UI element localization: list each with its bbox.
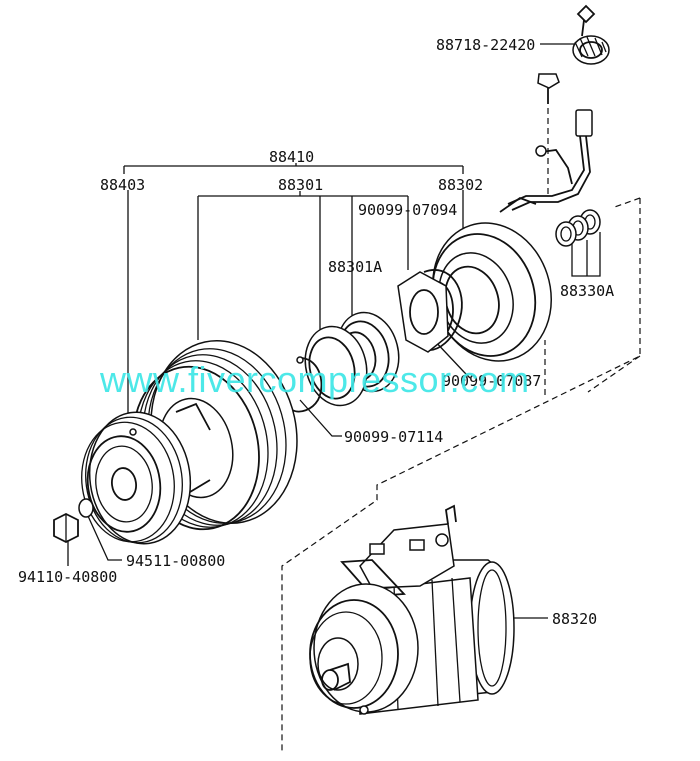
bracket-plate-part <box>397 271 449 353</box>
label-88320: 88320 <box>552 610 597 628</box>
shim-washers-part <box>555 209 601 247</box>
label-90099-07094: 90099-07094 <box>358 201 457 219</box>
label-88410: 88410 <box>269 148 314 166</box>
label-88718-22420: 88718-22420 <box>436 36 535 54</box>
label-88330A: 88330A <box>560 282 614 300</box>
label-90099-07087: 90099-07087 <box>442 372 541 390</box>
label-94511-00800: 94511-00800 <box>126 552 225 570</box>
watermark-text: www.fivercompressor.com <box>99 359 530 400</box>
label-94110-40800: 94110-40800 <box>18 568 117 586</box>
label-88302: 88302 <box>438 176 483 194</box>
label-88301A: 88301A <box>328 258 382 276</box>
bolt-and-wiring-part <box>507 73 593 211</box>
part-labels: 88718-22420 88410 88403 88301 88302 9009… <box>18 36 614 628</box>
assembly-dashed-outline <box>281 197 641 752</box>
label-88403: 88403 <box>100 176 145 194</box>
hose-clamp-part <box>572 4 610 65</box>
label-88301: 88301 <box>278 176 323 194</box>
label-90099-07114: 90099-07114 <box>344 428 443 446</box>
compressor-body-part <box>309 504 515 715</box>
armature-plate-part <box>81 411 192 545</box>
stator-coil-part <box>431 196 553 362</box>
bearing-part <box>304 311 400 407</box>
small-snap-ring-part <box>291 356 323 413</box>
leader-lines <box>67 43 601 619</box>
washer-and-nut-parts <box>53 498 94 544</box>
